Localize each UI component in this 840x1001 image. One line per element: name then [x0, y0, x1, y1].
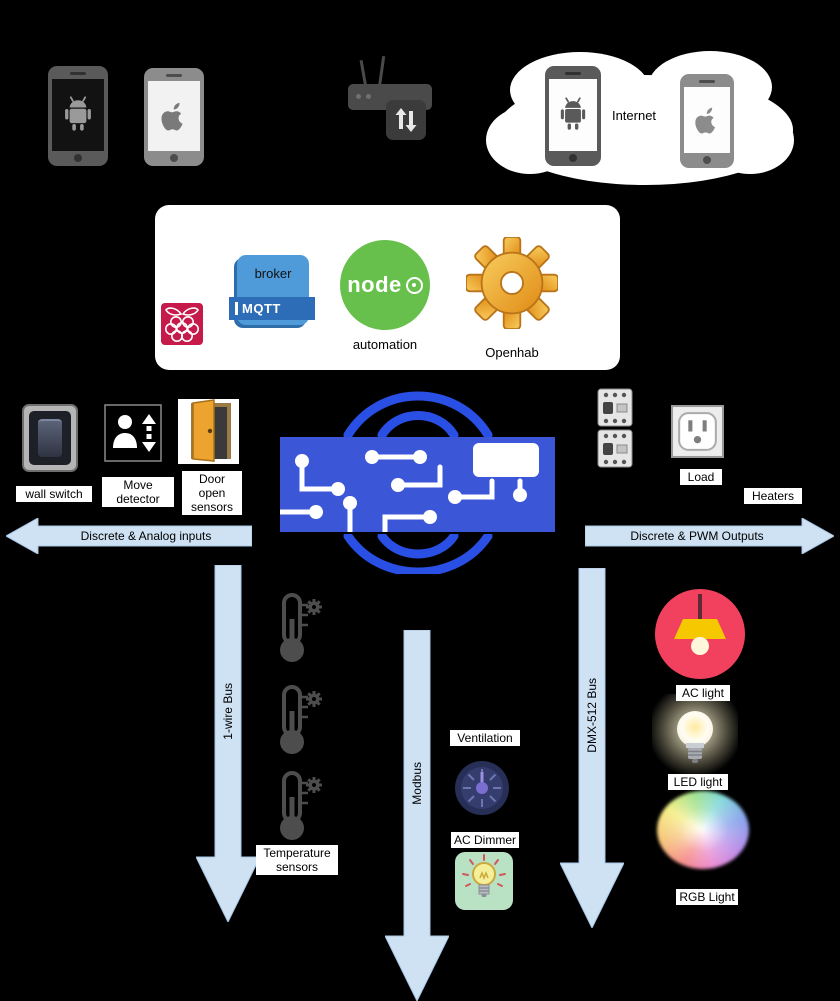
inputs-arrow	[6, 518, 252, 554]
load-label: Load	[680, 469, 722, 486]
phone-speaker	[166, 74, 182, 77]
wall-switch-label: wall switch	[16, 486, 92, 503]
mqtt-broker-icon: broker MQTT	[229, 255, 315, 325]
move-detector-icon	[104, 404, 162, 462]
mqtt-banner: MQTT	[229, 297, 315, 320]
thermometer-icon	[280, 685, 322, 754]
node-badge-icon	[405, 276, 423, 294]
wall-switch-rocker	[38, 419, 62, 457]
ac-dimmer-label: AC Dimmer	[451, 832, 519, 849]
move-detector-label: Move detector	[102, 477, 174, 508]
broker-label: broker	[254, 266, 292, 281]
wall-switch-plate	[29, 411, 71, 465]
node-red-icon: node	[340, 240, 430, 330]
heaters-label: Heaters	[744, 488, 802, 505]
pcb-traces	[277, 443, 539, 535]
raspberry-icon	[165, 307, 199, 342]
wifi-waves-bottom-icon	[343, 534, 493, 574]
one-wire-bus-label-box: 1-wire Bus	[196, 565, 260, 857]
openhab-gear-icon	[466, 237, 558, 329]
ac-light-label: AC light	[676, 685, 730, 702]
pendant-lamp-icon	[674, 594, 726, 655]
rgb-light-icon	[657, 791, 749, 869]
dimmer-bulb-icon	[462, 854, 506, 897]
router-led	[366, 94, 371, 99]
ac-light-icon	[655, 589, 745, 679]
automation-label: automation	[352, 337, 418, 352]
android-robot-icon	[560, 97, 586, 130]
power-outlet-icon	[671, 405, 724, 458]
one-wire-bus-arrow	[196, 565, 260, 922]
controller-board	[277, 437, 555, 535]
modbus-label: Modbus	[410, 761, 424, 805]
raspberry-pi-icon	[161, 303, 203, 345]
phone-speaker	[699, 80, 715, 83]
din-relay-icon	[597, 429, 633, 468]
cloud-android-phone-icon	[545, 66, 601, 166]
dmx-bus-label: DMX-512 Bus	[585, 678, 599, 753]
internet-label: Internet	[611, 108, 657, 123]
android-robot-icon	[65, 96, 91, 131]
phone-speaker	[565, 72, 581, 75]
android-phone-icon	[48, 66, 108, 166]
dmx-bus-arrow	[560, 568, 624, 928]
wifi-waves-top-icon	[343, 391, 493, 437]
outputs-arrow	[585, 518, 834, 554]
phone-screen	[684, 87, 730, 153]
ac-dimmer-icon	[455, 852, 513, 910]
phone-home-button	[703, 156, 711, 164]
mqtt-label: MQTT	[242, 301, 281, 316]
modbus-arrow	[385, 630, 449, 1001]
one-wire-bus-label: 1-wire Bus	[221, 682, 235, 740]
phone-home-button	[74, 154, 82, 162]
ventilation-label: Ventilation	[450, 730, 520, 747]
data-exchange-icon	[386, 100, 426, 140]
up-down-arrows-icon	[395, 108, 417, 132]
iphone-icon	[144, 68, 204, 166]
phone-speaker	[70, 72, 86, 75]
wall-switch-icon	[22, 404, 78, 472]
phone-screen	[549, 79, 597, 151]
modbus-label-box: Modbus	[385, 630, 449, 936]
mqtt-bracket	[235, 302, 238, 315]
phone-home-button	[569, 154, 577, 162]
outputs-arrow-label: Discrete & PWM Outputs	[630, 529, 764, 543]
software-panel: broker MQTT node automation	[155, 205, 620, 370]
door-open-icon	[178, 399, 239, 464]
phone-home-button	[170, 154, 178, 162]
thermometer-icon	[280, 771, 322, 840]
led-light-icon	[652, 694, 738, 780]
temperature-sensors-label: Temperature sensors	[256, 845, 338, 876]
apple-logo-icon	[695, 107, 716, 134]
ventilation-knob-icon	[455, 761, 509, 815]
din-relay-icon	[597, 388, 633, 427]
led-light-label: LED light	[668, 774, 728, 791]
cloud-iphone-icon	[680, 74, 734, 168]
door-sensors-label: Door open sensors	[182, 471, 242, 516]
rgb-light-label: RGB Light	[676, 889, 738, 906]
led-bulb-icon	[677, 711, 713, 763]
thermometer-icon	[280, 593, 322, 662]
apple-logo-icon	[161, 102, 183, 131]
phone-screen	[52, 79, 104, 151]
node-label: node	[347, 272, 402, 297]
dmx-bus-label-box: DMX-512 Bus	[560, 568, 624, 863]
router-led	[356, 94, 361, 99]
openhab-label: Openhab	[485, 345, 539, 360]
inputs-arrow-label: Discrete & Analog inputs	[80, 529, 212, 543]
phone-screen	[148, 81, 200, 151]
